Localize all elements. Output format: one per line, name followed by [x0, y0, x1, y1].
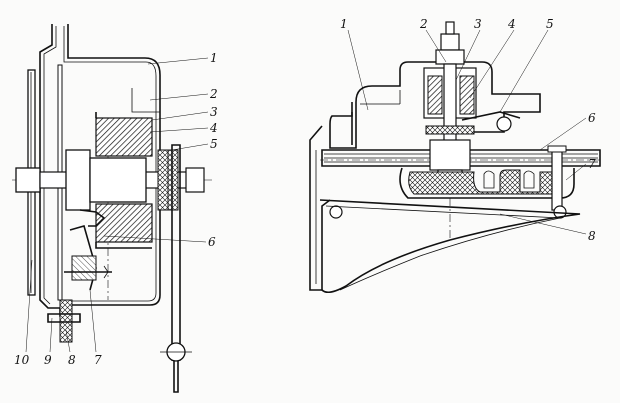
side-bolt-head	[547, 145, 567, 153]
coil-frame	[95, 112, 152, 249]
diaphragm-stack	[321, 149, 601, 167]
core	[89, 157, 147, 203]
horn-trumpet-inner	[325, 205, 561, 291]
left-view-section: 1 2 3 4 5 6 7 8 9 10	[12, 24, 218, 393]
adjusting-stud-head	[440, 33, 460, 51]
lock-nut	[435, 49, 465, 65]
contact-block	[71, 255, 97, 281]
left-callout-6: 6	[208, 235, 216, 249]
coil-lower	[95, 203, 153, 243]
left-callout-7: 7	[94, 353, 102, 367]
adjusting-screw-head	[103, 265, 109, 279]
right-callout-8: 8	[588, 229, 596, 243]
rivet-washer	[47, 313, 81, 323]
adjusting-stud-tip	[445, 21, 455, 35]
right-callout-3: 3	[474, 17, 482, 31]
left-callout-8: 8	[68, 353, 76, 367]
right-callout-4: 4	[507, 17, 516, 31]
resonator-chamber	[408, 169, 561, 195]
resonator-channels	[483, 170, 535, 189]
center-clamp	[429, 139, 471, 171]
right-callout-5: 5	[546, 17, 554, 31]
housing-wall-inner	[63, 26, 157, 302]
insulating-washer	[157, 149, 169, 211]
breaker-arm	[79, 209, 106, 227]
bracket-bolt-shank	[173, 361, 179, 393]
left-callout-1: 1	[210, 51, 218, 65]
horn-trumpet	[319, 199, 581, 294]
right-view-section: 1 2 3 4 5 6 7 8	[309, 17, 601, 294]
left-callout-9: 9	[44, 353, 52, 367]
coil-bracket	[131, 88, 160, 113]
right-callout-7: 7	[588, 157, 596, 171]
left-callout-2: 2	[209, 87, 218, 101]
insulating-washer-2	[167, 149, 179, 211]
upper-housing	[329, 61, 541, 149]
housing-inner-outline	[43, 26, 57, 305]
right-callout-2: 2	[419, 17, 428, 31]
right-mounting-bracket	[309, 125, 331, 291]
coil-upper	[95, 117, 153, 157]
left-nut	[329, 205, 343, 219]
right-callout-6: 6	[588, 111, 596, 125]
left-callout-4: 4	[209, 121, 218, 135]
left-callout-5: 5	[210, 137, 218, 151]
left-callout-3: 3	[210, 105, 218, 119]
contact-screw	[496, 116, 512, 132]
left-callout-10: 10	[14, 353, 30, 367]
right-leader-lines	[347, 29, 587, 235]
armature-plate	[425, 125, 475, 135]
armature	[65, 149, 91, 211]
side-bolt	[551, 149, 563, 211]
housing-rivet	[59, 299, 73, 343]
left-leader-lines	[25, 57, 209, 353]
right-callout-1: 1	[340, 17, 348, 31]
right-coil-right	[459, 75, 475, 115]
rear-nut	[185, 167, 205, 193]
shaft-nut	[15, 167, 41, 193]
right-coil-left	[427, 75, 443, 115]
